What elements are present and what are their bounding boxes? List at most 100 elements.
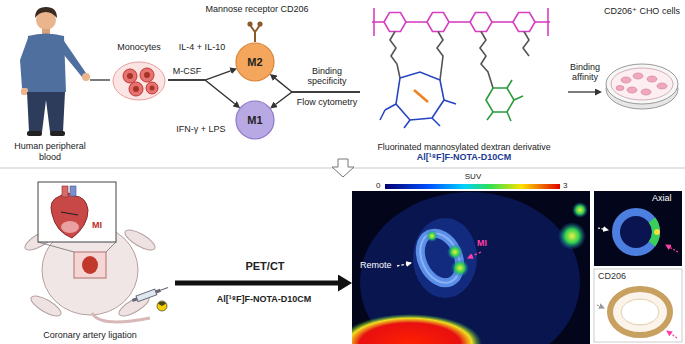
chemical-structure <box>384 13 406 32</box>
chemical-structure <box>514 96 523 100</box>
rat-illustration <box>51 193 88 238</box>
text-label: Al[¹⁸F]F-NOTA-D10CM <box>176 294 352 304</box>
rat-illustration <box>106 242 116 252</box>
rat-illustration <box>38 242 74 252</box>
axial-panel <box>616 212 656 252</box>
rat-illustration <box>61 212 78 215</box>
edge-label: IL-4 + IL-10 <box>170 42 234 52</box>
monocyte-cluster <box>150 86 155 91</box>
human-figure <box>20 7 90 136</box>
petri-dish <box>606 64 678 109</box>
monocyte-cluster <box>113 62 165 100</box>
cell-dish: CD206⁺ CHO cells <box>602 4 682 116</box>
staining-image: CD206 <box>594 269 682 342</box>
macrophage-circle: M1 <box>235 100 275 140</box>
edge-label: Binding affinity <box>564 62 606 83</box>
human-figure <box>35 7 57 18</box>
rat-illustration <box>161 288 169 291</box>
chemical-structure <box>547 8 549 36</box>
chemical-structure <box>380 72 456 128</box>
chemical-structure <box>480 32 493 89</box>
petri-dish <box>616 73 667 95</box>
rat-illustration <box>155 289 161 294</box>
rat-illustration <box>74 252 106 278</box>
petri-dish <box>616 86 624 91</box>
text-label: Mannose receptor CD206 <box>192 4 322 14</box>
chemical-structure <box>437 32 443 81</box>
rat-illustration <box>158 302 166 307</box>
monocyte-cluster <box>127 73 133 79</box>
text-label: 3 <box>563 181 567 190</box>
hollow-arrow <box>332 159 354 177</box>
node-text: Remote <box>360 260 392 270</box>
text-label: 0 <box>376 181 380 190</box>
monocyte-cluster <box>113 62 165 100</box>
rat-illustration <box>131 285 169 304</box>
colour-bar <box>385 184 560 189</box>
pet-image <box>558 222 586 250</box>
node-text: Human peripheral blood <box>12 141 88 162</box>
node-text: Axial <box>652 193 672 203</box>
pet-image <box>451 259 469 277</box>
chemical-structure <box>492 21 513 23</box>
node-text: CD206 <box>598 271 626 281</box>
histology-panel <box>594 269 682 342</box>
chemical-structure <box>486 88 514 112</box>
rat-illustration <box>38 182 116 242</box>
node-text: M2 <box>237 56 273 69</box>
text-label: M-CSF <box>168 66 206 76</box>
human-figure <box>82 73 90 81</box>
rat-illustration <box>136 289 157 301</box>
receptor-icon <box>254 32 256 42</box>
connector-arrow <box>90 79 110 80</box>
pet-image <box>413 218 477 298</box>
pet-image <box>413 227 468 289</box>
human-figure <box>26 34 66 93</box>
chemical-structure <box>385 104 396 110</box>
connector-arrow <box>168 80 235 104</box>
human-figure <box>60 38 86 77</box>
chemical-structure <box>404 120 410 128</box>
pet-image <box>572 202 588 218</box>
chemical-structure <box>523 32 529 57</box>
rat-illustration <box>70 186 76 196</box>
circle-shape <box>236 43 274 81</box>
chemical-structure <box>406 21 427 23</box>
petri-dish <box>641 89 651 95</box>
monocyte-cluster <box>133 86 139 92</box>
pet-image <box>426 230 438 242</box>
rat-illustration <box>22 182 169 322</box>
petri-dish <box>621 77 631 83</box>
histology-panel <box>594 269 682 342</box>
macrophage-circle: M2 <box>235 42 275 82</box>
histology-panel <box>610 289 670 335</box>
chemical-structure <box>372 8 550 36</box>
text-label: Flow cytometry <box>294 97 360 107</box>
histology-panel <box>597 305 604 308</box>
rat-illustration <box>92 313 150 322</box>
edge-label: Binding specificity <box>294 66 360 87</box>
text-label: SUV <box>458 172 488 181</box>
axial-panel <box>654 229 660 235</box>
chemical-structure <box>390 32 400 79</box>
monocyte-cluster <box>123 69 137 83</box>
petri-dish <box>627 87 637 93</box>
chemical-structure <box>380 110 385 120</box>
circle-shape <box>236 101 274 139</box>
axial-panel <box>594 191 682 266</box>
rat-illustration <box>82 256 98 274</box>
petri-dish <box>611 68 673 100</box>
cell-cluster: Monocytes <box>110 40 168 104</box>
axial-image: Axial <box>594 191 682 266</box>
monocyte-cluster <box>146 82 158 94</box>
pet-image <box>397 263 411 266</box>
histology-panel <box>667 331 677 338</box>
human-figure <box>20 38 29 88</box>
petri-dish <box>633 73 643 79</box>
node-text: Fluorinated mannosylated dextran derivat… <box>362 142 566 152</box>
pet-image <box>447 244 463 260</box>
axial-panel <box>598 228 608 230</box>
node-text: MI <box>92 220 102 230</box>
